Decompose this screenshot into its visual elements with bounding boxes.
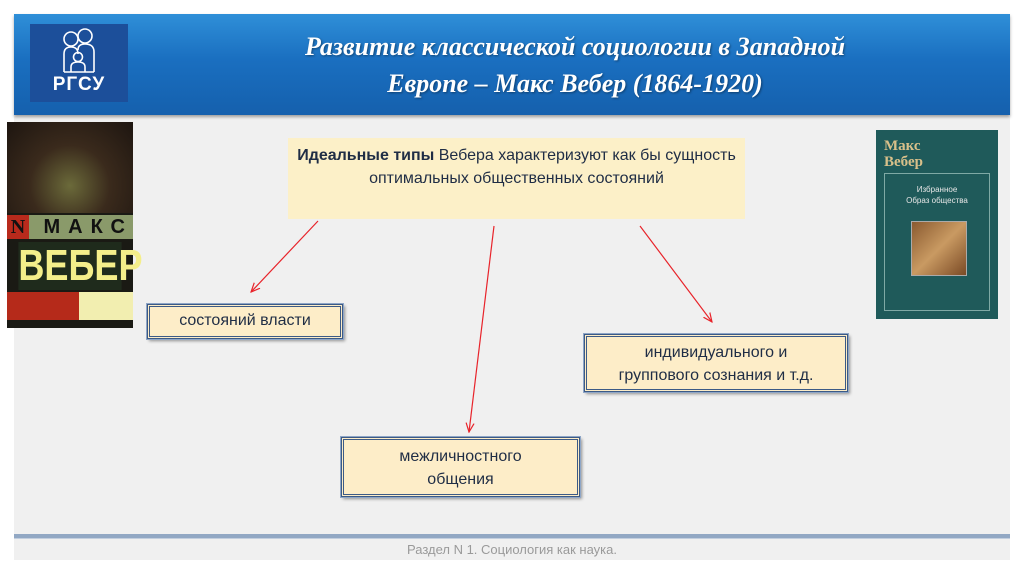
book-subtitle-line-1: Избранное — [916, 185, 958, 194]
book-author-line-2: Вебер — [884, 154, 923, 170]
book-cover-painting — [7, 122, 133, 213]
book-cover-right: Макс Вебер Избранное Образ общества — [876, 130, 998, 319]
book-cover-left: МАКС N ВЕБЕР — [7, 122, 143, 328]
branch-box-power: состояний власти — [146, 303, 344, 340]
arrow-to-consciousness — [639, 225, 712, 322]
rgsu-logo: РГСУ — [30, 24, 128, 102]
title-line-2: Европе – Макс Вебер (1864-1920) — [387, 69, 763, 98]
publisher-mark: N — [7, 215, 29, 239]
ideal-types-box: Идеальные типы Вебера характеризуют как … — [288, 138, 745, 219]
logo-text: РГСУ — [52, 74, 106, 95]
book-cover-bottom — [7, 292, 133, 320]
arrow-to-interpersonal — [469, 225, 495, 432]
branch-text-line-1: индивидуального и — [644, 344, 788, 361]
book-cover-red-band — [7, 292, 79, 320]
branch-text-line-2: группового сознания и т.д. — [618, 367, 814, 384]
book-frame: Избранное Образ общества — [884, 173, 990, 311]
book-author-line-1: Макс — [884, 138, 921, 154]
ideal-types-text: Вебера характеризуют как бы сущность опт… — [369, 147, 736, 187]
branch-text: состояний власти — [179, 312, 311, 329]
branch-box-consciousness: индивидуального и группового сознания и … — [583, 333, 849, 393]
branch-text-line-2: общения — [427, 471, 494, 488]
book-subtitle-line-2: Образ общества — [906, 196, 968, 205]
branch-text-line-1: межличностного — [399, 448, 522, 465]
arrow-to-power — [251, 220, 319, 292]
family-logo-icon — [63, 28, 95, 73]
footer-text: Раздел N 1. Социология как наука. — [407, 542, 617, 557]
slide-header — [14, 14, 1010, 115]
branch-box-interpersonal: межличностного общения — [340, 436, 581, 498]
ideal-types-heading: Идеальные типы — [297, 147, 435, 164]
book-subtitle: Избранное Образ общества — [885, 184, 989, 206]
book-illustration — [911, 221, 967, 276]
title-line-1: Развитие классической социологии в Запад… — [304, 32, 846, 61]
footer-divider — [14, 534, 1010, 539]
book-author: Макс Вебер — [884, 138, 923, 170]
slide-title: Развитие классической социологии в Запад… — [150, 28, 1000, 102]
